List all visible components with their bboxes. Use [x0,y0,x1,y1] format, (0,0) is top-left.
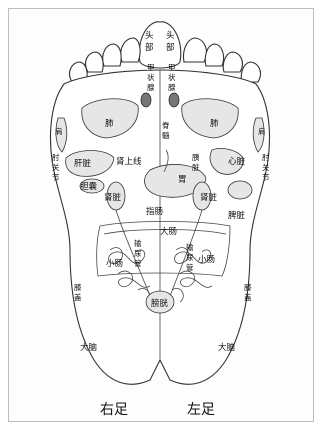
thyroid-left-label-2: 状 [168,72,176,82]
knee-left-label-2: 盖 [244,292,252,302]
lung-right-label: 肺 [105,119,114,129]
heart-label: 心脏 [228,156,246,167]
bladder-label: 膀胱 [151,298,169,309]
thyroid-right-label-1: 甲 [147,63,155,72]
joint-left-label-3: 节 [262,173,270,182]
head-right-label-2: 部 [145,42,154,53]
thyroid-left-label-1: 甲 [168,63,176,72]
knee-left-label-1: 膝 [244,282,252,292]
knee-right-label-2: 盖 [74,292,82,302]
gall-label: 胆囊 [80,181,98,192]
joint-right-label-3: 节 [52,173,60,182]
knee-right-label-1: 膝 [74,282,82,292]
adrenal-label: 肾上线 [116,156,142,167]
colon-label: 大肠 [160,226,177,237]
stomach-label: 胃 [178,175,187,185]
spine-label-1: 脊 [162,120,170,130]
ureter-left-label-1: 输 [186,242,194,252]
joint-left-label-2: 关 [262,162,270,172]
head-left-label-2: 部 [166,42,175,53]
thyroid-left-label-3: 腺 [168,82,176,92]
pancreas-label-2: 脏 [192,162,200,172]
small-intestine-left-label: 小肠 [198,254,215,265]
shoulder-left-label: 肩 [258,126,266,136]
ureter-left-label-3: 管 [186,262,194,272]
lung-left-label: 肺 [210,119,219,129]
thyroid-right-shape [141,93,151,107]
joint-right-label-1: 肘 [52,153,60,162]
shoulder-right-label: 肩 [55,126,63,136]
ureter-right-label-3: 管 [134,258,142,268]
left-foot-caption: 左足 [187,402,215,418]
spine-label-2: 髓 [162,130,170,140]
ureter-right-label-1: 输 [134,238,142,248]
joint-right-label-2: 关 [52,162,60,172]
ureter-left-label-2: 尿 [186,253,194,262]
thyroid-right-label-2: 状 [147,72,155,82]
bigbrain-right-label: 大脑 [80,342,98,353]
ureter-right-label-2: 尿 [134,249,142,258]
head-right-label-1: 头 [145,30,154,41]
kidney-right-label: 肾脏 [104,192,122,203]
kidney-left-label: 肾脏 [200,192,218,203]
spleen-shape [228,181,252,199]
small-intestine-right-label: 小肠 [106,258,123,269]
head-left-label-1: 头 [166,30,175,41]
duodenum-label: 指肠 [146,206,163,217]
spleen-label: 脾脏 [228,210,246,221]
pancreas-label-1: 胰 [192,152,200,162]
bigbrain-left-label: 大脑 [218,342,236,353]
liver-label: 肝脏 [74,158,92,169]
thyroid-right-label-3: 腺 [147,82,155,92]
right-foot-caption: 右足 [100,402,128,418]
joint-left-label-1: 肘 [262,153,270,162]
thyroid-left-shape [169,93,179,107]
